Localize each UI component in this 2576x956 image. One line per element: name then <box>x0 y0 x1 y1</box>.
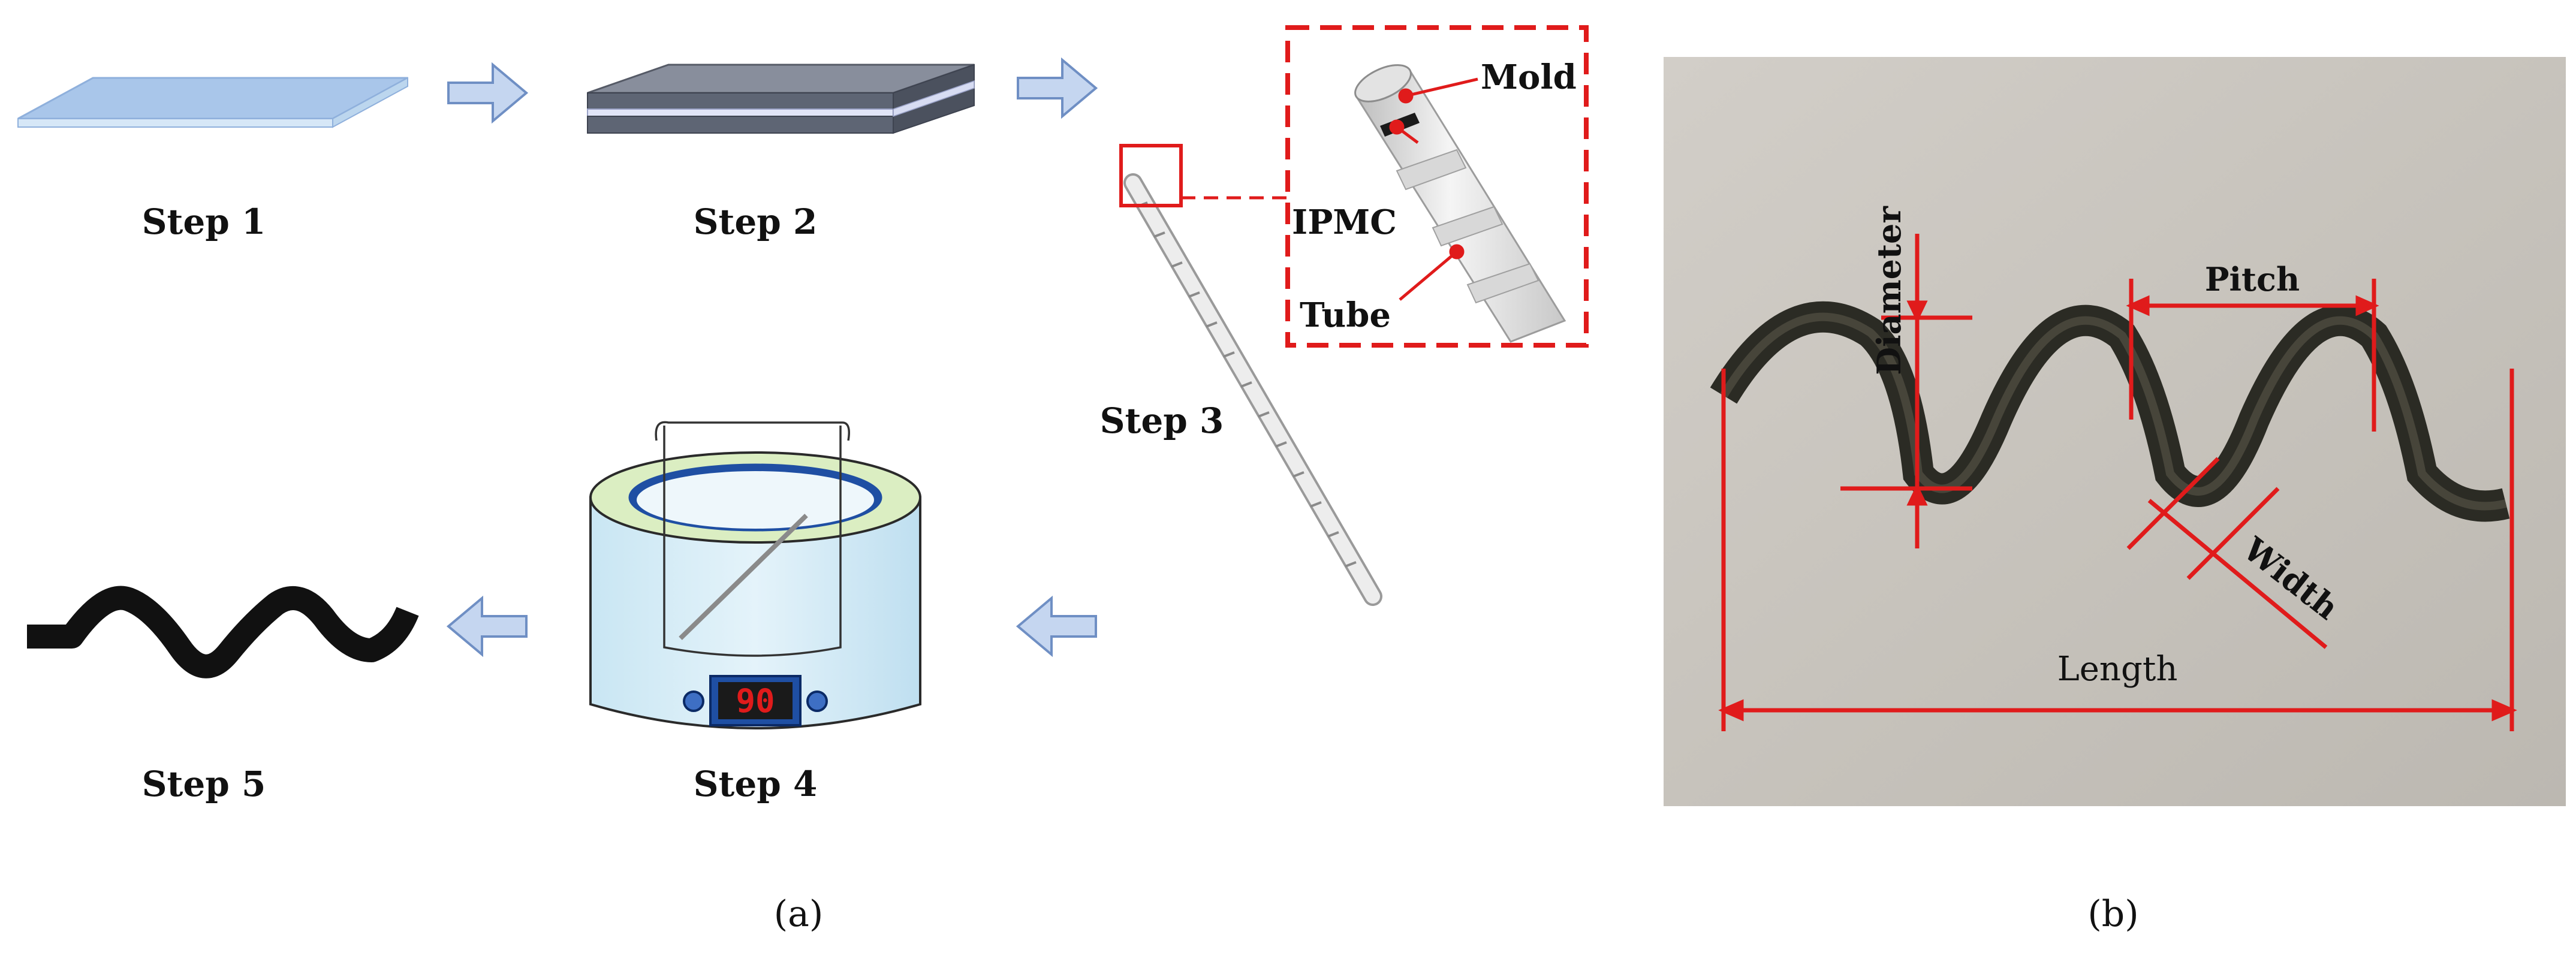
arrow-left-icon <box>1016 595 1097 658</box>
step5-helix-icon <box>27 586 419 678</box>
inset-label-mold: Mold <box>1481 58 1577 97</box>
panel-b: Diameter Pitch Width Length (b) <box>1664 57 2566 935</box>
arrow-right-icon <box>1017 57 1098 119</box>
diameter-label: Diameter <box>1870 206 1908 375</box>
helix-photo <box>1710 301 2510 522</box>
inset-leaders <box>1389 77 1478 301</box>
step4-water-bath: 90 <box>589 421 921 729</box>
inset-label-tube: Tube <box>1300 295 1391 335</box>
panel-b-caption: (b) <box>2087 893 2138 935</box>
step2-laminate-block <box>587 64 975 134</box>
step4-label: Step 4 <box>694 764 818 804</box>
step1-label: Step 1 <box>142 201 266 242</box>
length-label: Length <box>2057 650 2178 689</box>
dimension-lines <box>1718 234 2517 731</box>
bath-temperature: 90 <box>736 682 775 720</box>
step3-label: Step 3 <box>1100 400 1224 441</box>
panel-a-caption: (a) <box>774 893 824 935</box>
beaker-icon <box>655 421 850 657</box>
panel-a: Step 1 Step 2 <box>17 25 1589 935</box>
inset-tube <box>1354 64 1566 343</box>
arrow-left-icon <box>446 595 528 658</box>
zoom-box <box>1119 144 1183 207</box>
inset-detail: Mold IPMC Tube <box>1285 25 1589 348</box>
step1-film-sheet <box>17 77 408 128</box>
pitch-label: Pitch <box>2205 260 2300 298</box>
inset-label-ipmc: IPMC <box>1292 203 1397 242</box>
step2-label: Step 2 <box>694 201 818 242</box>
step5-label: Step 5 <box>142 764 266 804</box>
thermostat-display: 90 <box>683 675 828 726</box>
arrow-right-icon <box>447 62 529 124</box>
photo-background <box>1664 57 2566 806</box>
